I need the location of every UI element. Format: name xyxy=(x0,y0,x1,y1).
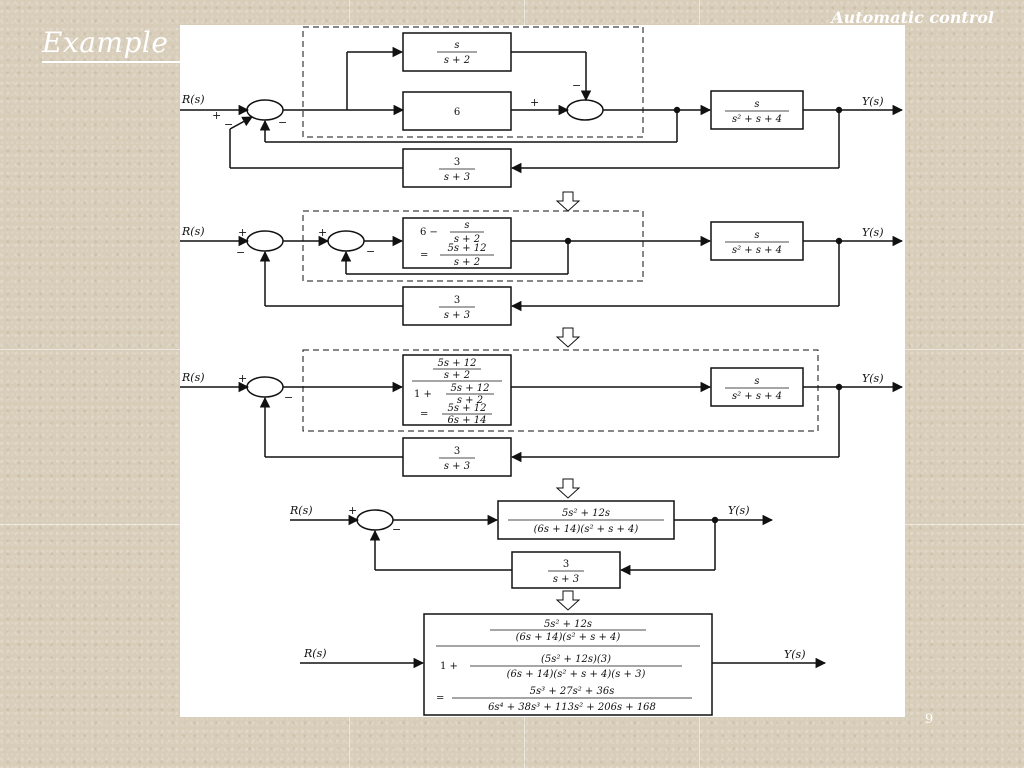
stage3-summing-junction xyxy=(246,376,284,398)
input-label: R(s) xyxy=(181,225,205,238)
down-arrow-icon xyxy=(555,478,581,499)
fraction-denominator: (6s + 14)(s² + s + 4)(s + 3) xyxy=(507,669,646,680)
stage2-inner-summing-junction xyxy=(327,230,365,252)
fraction-numerator: (5s² + 12s)(3) xyxy=(541,654,611,665)
fraction-denominator: s² + s + 4 xyxy=(732,391,782,402)
fraction-denominator: s + 3 xyxy=(553,574,579,585)
input-label: R(s) xyxy=(289,504,313,517)
down-arrow-icon xyxy=(555,590,581,611)
down-arrow-icon xyxy=(555,191,581,212)
stage4 xyxy=(290,500,774,589)
stage1 xyxy=(180,26,904,188)
input-label: R(s) xyxy=(303,647,327,660)
fraction-denominator: s + 3 xyxy=(444,172,470,183)
stage4-labels: R(s) + − 5s² + 12s (6s + 14)(s² + s + 4)… xyxy=(289,504,750,585)
sign-minus: − xyxy=(284,391,293,404)
fraction-numerator: s xyxy=(454,40,459,51)
fraction-numerator: s xyxy=(464,220,469,231)
block-diagram-panel: R(s) + − − + − s s + 2 6 s s² + s + 4 Y(… xyxy=(180,25,905,717)
fraction-denominator: s² + s + 4 xyxy=(732,114,782,125)
output-label: Y(s) xyxy=(862,95,884,108)
stage1-inner-summing-junction xyxy=(566,99,604,121)
stage2-labels: R(s) + − + − 6 − s s + 2 = 5s + 12 s + 2… xyxy=(181,220,884,321)
sign-plus: + xyxy=(530,96,539,109)
page-number: 9 xyxy=(925,712,934,727)
fraction-denominator: s² + s + 4 xyxy=(732,245,782,256)
fraction-denominator: s + 2 xyxy=(454,234,480,245)
fraction-denominator: 6s⁴ + 38s³ + 113s² + 206s + 168 xyxy=(488,702,656,713)
expression-lead: = xyxy=(420,409,428,420)
sign-plus: + xyxy=(318,226,327,239)
fraction-numerator: s xyxy=(754,99,759,110)
fraction-denominator: s + 2 xyxy=(444,55,470,66)
sign-plus: + xyxy=(212,109,221,122)
fraction-numerator: 5s² + 12s xyxy=(562,508,610,519)
fraction-denominator: (6s + 14)(s² + s + 4) xyxy=(516,632,621,643)
fraction-numerator: 3 xyxy=(563,559,569,570)
expression-lead: = xyxy=(420,250,428,261)
sign-plus: + xyxy=(238,226,247,239)
fraction-denominator: (6s + 14)(s² + s + 4) xyxy=(534,524,639,535)
slide-title: Example 1 xyxy=(42,26,197,63)
stage2 xyxy=(180,210,904,326)
stage5-final-block xyxy=(423,613,713,716)
fraction-numerator: 3 xyxy=(454,157,460,168)
stage4-summing-junction xyxy=(356,509,394,531)
block-diagram-svg: R(s) + − − + − s s + 2 6 s s² + s + 4 Y(… xyxy=(180,26,904,716)
fraction-denominator: s + 2 xyxy=(444,370,470,381)
stage3 xyxy=(180,349,904,477)
output-label: Y(s) xyxy=(862,372,884,385)
sign-minus: − xyxy=(278,116,287,129)
output-label: Y(s) xyxy=(862,226,884,239)
stage2-dashed-region xyxy=(302,210,644,282)
fraction-denominator: 6s + 14 xyxy=(448,415,487,426)
expression-lead: = xyxy=(436,693,444,704)
stage3-closed-loop-block xyxy=(402,354,512,426)
fraction-numerator: 5s³ + 27s² + 36s xyxy=(530,686,615,697)
stage1-dashed-region xyxy=(302,26,644,138)
expression-lead: 1 + xyxy=(414,389,432,400)
stage1-labels: R(s) + − − + − s s + 2 6 s s² + s + 4 Y(… xyxy=(181,40,884,183)
gain-value: 6 xyxy=(454,107,460,118)
fraction-denominator: s + 2 xyxy=(457,395,483,406)
sign-plus: + xyxy=(348,504,357,517)
down-arrow-icon xyxy=(555,327,581,348)
fraction-numerator: s xyxy=(754,376,759,387)
fraction-numerator: 5s + 12 xyxy=(451,383,490,394)
fraction-numerator: 5s + 12 xyxy=(448,403,487,414)
fraction-denominator: s + 3 xyxy=(444,461,470,472)
stage3-dashed-region xyxy=(302,349,819,432)
sign-minus: − xyxy=(392,523,401,536)
fraction-numerator: 5s + 12 xyxy=(448,243,487,254)
fraction-numerator: 3 xyxy=(454,295,460,306)
stage1-gain-block xyxy=(402,91,512,131)
stage5 xyxy=(300,613,827,716)
sign-minus: − xyxy=(366,245,375,258)
output-label: Y(s) xyxy=(728,504,750,517)
stage2-summing-junction xyxy=(246,230,284,252)
fraction-numerator: s xyxy=(754,230,759,241)
stage3-labels: R(s) + − 5s + 12 s + 2 1 + 5s + 12 s + 2… xyxy=(181,358,884,472)
sign-plus: + xyxy=(238,372,247,385)
input-label: R(s) xyxy=(181,93,205,106)
fraction-denominator: s + 2 xyxy=(454,257,480,268)
course-header: Automatic control xyxy=(831,8,994,27)
stage2-combined-block xyxy=(402,217,512,269)
stage5-labels: R(s) Y(s) 5s² + 12s (6s + 14)(s² + s + 4… xyxy=(303,619,806,713)
sign-minus: − xyxy=(236,246,245,259)
sign-minus: − xyxy=(224,118,233,131)
output-label: Y(s) xyxy=(784,648,806,661)
fraction-numerator: 3 xyxy=(454,446,460,457)
input-label: R(s) xyxy=(181,371,205,384)
expression-lead: 1 + xyxy=(440,661,458,672)
fraction-numerator: 5s + 12 xyxy=(438,358,477,369)
fraction-denominator: s + 3 xyxy=(444,310,470,321)
fraction-numerator: 5s² + 12s xyxy=(544,619,592,630)
sign-minus: − xyxy=(572,79,581,92)
expression-lead: 6 − xyxy=(420,227,438,238)
